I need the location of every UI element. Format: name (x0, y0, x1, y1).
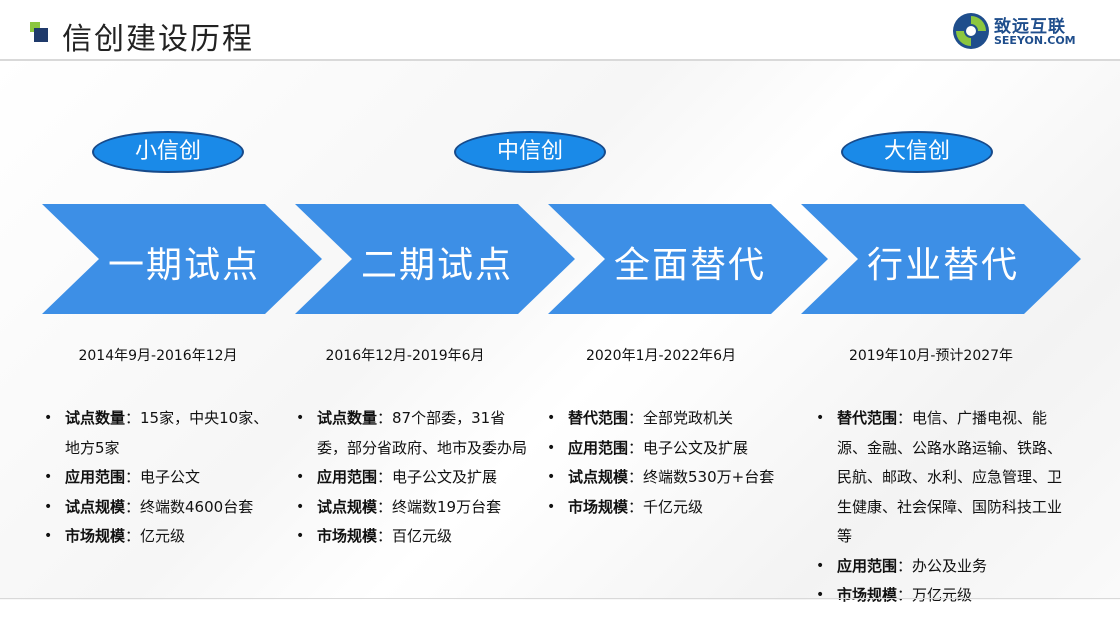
list-item: 应用范围：电子公文 (42, 463, 282, 493)
seeyon-logo: 致远互联 SEEYON.COM (950, 10, 1080, 52)
item-key: 市场规模 (317, 527, 378, 545)
list-item: 试点数量：15家，中央10家、地方5家 (42, 404, 282, 463)
list-item: 应用范围：电子公文及扩展 (294, 463, 530, 493)
item-key: 应用范围 (65, 468, 126, 486)
list-item: 市场规模：万亿元级 (814, 581, 1064, 611)
item-key: 试点规模 (568, 468, 629, 486)
item-value: ：电子公文及扩展 (377, 468, 498, 486)
phase-label-2: 二期试点 (360, 245, 513, 286)
item-key: 试点规模 (317, 497, 378, 516)
phase-label-4: 行业替代 (866, 245, 1019, 286)
item-value: ：15家，中央10家、地方5家 (65, 409, 269, 457)
list-item: 市场规模：百亿元级 (294, 522, 530, 552)
item-key: 试点数量 (65, 409, 126, 427)
phase-date-1: 2014年9月-2016年12月 (78, 348, 238, 364)
footer-divider (0, 598, 1120, 599)
item-value: ：电子公文及扩展 (628, 438, 749, 457)
item-key: 市场规模 (568, 497, 629, 516)
item-key: 应用范围 (568, 438, 629, 457)
phase-details-4: 替代范围：电信、广播电视、能源、金融、公路水路运输、铁路、民航、邮政、水利、应急… (814, 404, 1064, 611)
phase-details-3: 替代范围：全部党政机关 应用范围：电子公文及扩展 试点规模：终端数530万+台套… (545, 404, 781, 522)
list-item: 试点规模：终端数19万台套 (294, 493, 530, 523)
phase-date-3: 2020年1月-2022年6月 (585, 348, 737, 364)
list-item: 替代范围：电信、广播电视、能源、金融、公路水路运输、铁路、民航、邮政、水利、应急… (814, 404, 1064, 552)
item-key: 试点数量 (317, 409, 378, 427)
item-value: ：终端数530万+台套 (628, 468, 775, 486)
item-value: ：电子公文 (125, 468, 201, 486)
header-divider (0, 59, 1120, 61)
seeyon-logo-icon (953, 13, 989, 49)
list-item: 试点规模：终端数4600台套 (42, 493, 282, 523)
item-value: ：万亿元级 (897, 586, 973, 604)
phase-date-4: 2019年10月-预计2027年 (848, 348, 1014, 364)
item-value: ：终端数19万台套 (377, 497, 502, 516)
oval-small-xinchuang: 小信创 (92, 131, 244, 173)
phase-label-1: 一期试点 (107, 245, 260, 286)
oval-medium-xinchuang: 中信创 (454, 131, 606, 173)
list-item: 市场规模：千亿元级 (545, 493, 781, 523)
phase-arrow-3 (548, 204, 828, 314)
oval-large-xinchuang: 大信创 (841, 131, 993, 173)
list-item: 试点规模：终端数530万+台套 (545, 463, 781, 493)
item-value: ：全部党政机关 (628, 409, 734, 427)
item-key: 应用范围 (837, 556, 898, 575)
phase-arrow-4 (801, 204, 1081, 314)
phase-details-2: 试点数量：87个部委，31省委，部分省政府、地市及委办局 应用范围：电子公文及扩… (294, 404, 530, 552)
phase-arrows (42, 204, 1081, 314)
item-value: ：电信、广播电视、能源、金融、公路水路运输、铁路、民航、邮政、水利、应急管理、卫… (837, 409, 1063, 545)
list-item: 应用范围：办公及业务 (814, 552, 1064, 582)
item-value: ：千亿元级 (628, 497, 704, 516)
phase-label-3: 全面替代 (613, 245, 766, 286)
item-value: ：亿元级 (125, 527, 186, 545)
title-marker-icon (30, 22, 50, 42)
item-key: 市场规模 (65, 527, 126, 545)
item-key: 市场规模 (837, 586, 898, 604)
item-value: ：终端数4600台套 (125, 497, 254, 516)
item-value: ：87个部委，31省委，部分省政府、地市及委办局 (317, 409, 528, 457)
logo-text-cn: 致远互联 (994, 17, 1066, 37)
item-value: ：百亿元级 (377, 527, 453, 545)
page-title: 信创建设历程 (62, 22, 254, 57)
logo-text-en: SEEYON.COM (994, 34, 1076, 47)
list-item: 试点数量：87个部委，31省委，部分省政府、地市及委办局 (294, 404, 530, 463)
phase-arrow-2 (295, 204, 575, 314)
item-key: 替代范围 (837, 409, 898, 427)
phase-details-1: 试点数量：15家，中央10家、地方5家 应用范围：电子公文 试点规模：终端数46… (42, 404, 282, 552)
header-bar: 信创建设历程 致远互联 SEEYON.COM (0, 0, 1120, 61)
list-item: 应用范围：电子公文及扩展 (545, 434, 781, 464)
item-key: 试点规模 (65, 497, 126, 516)
phase-arrow-1 (42, 204, 322, 314)
list-item: 市场规模：亿元级 (42, 522, 282, 552)
item-key: 替代范围 (568, 409, 629, 427)
phase-date-2: 2016年12月-2019年6月 (325, 348, 485, 364)
item-value: ：办公及业务 (897, 556, 988, 575)
list-item: 替代范围：全部党政机关 (545, 404, 781, 434)
item-key: 应用范围 (317, 468, 378, 486)
